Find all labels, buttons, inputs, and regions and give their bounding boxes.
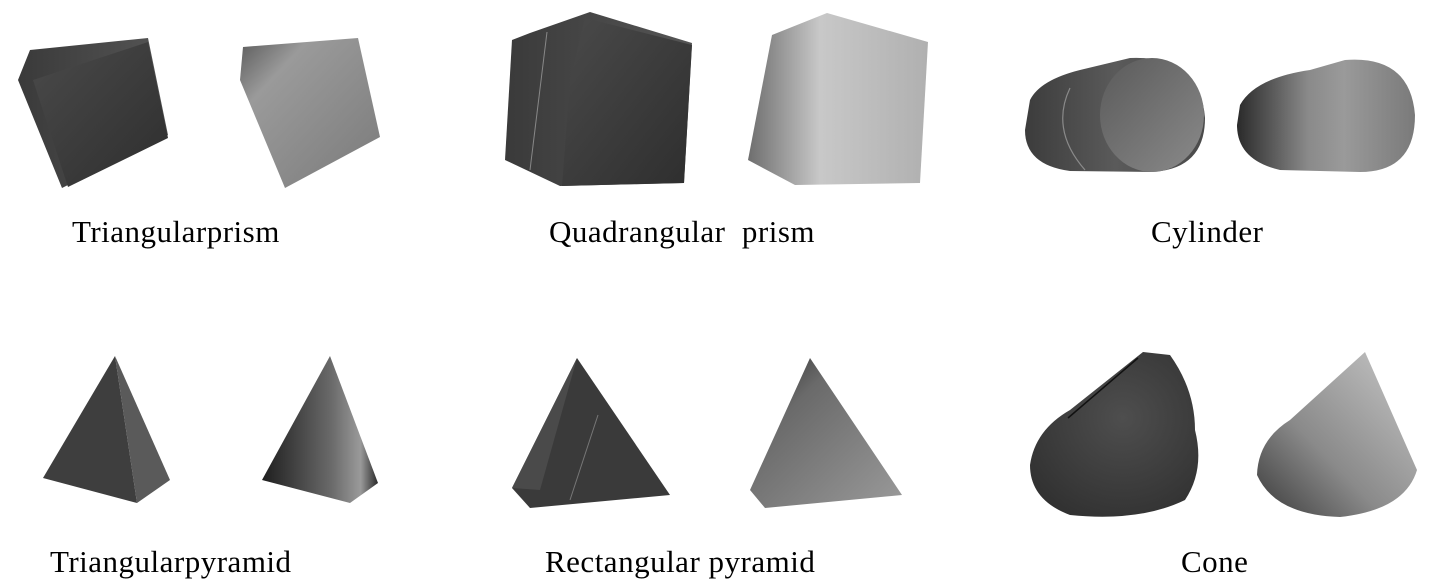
label-cylinder: Cylinder xyxy=(1151,214,1264,249)
rectangular-pyramid-simulated xyxy=(750,358,902,508)
cylinder-simulated xyxy=(1237,59,1415,172)
label-rectangular-pyramid: Rectangular pyramid xyxy=(545,544,816,579)
rectangular-pyramid-real xyxy=(512,358,670,508)
label-triangular-prism: Triangularprism xyxy=(72,214,280,249)
label-triangular-pyramid: Triangularpyramid xyxy=(50,544,292,579)
quadrangular-prism-real xyxy=(505,12,692,186)
cone-simulated xyxy=(1257,352,1417,517)
triangular-pyramid-real xyxy=(43,356,170,503)
cylinder-real xyxy=(1025,57,1205,173)
triangular-prism-simulated xyxy=(240,38,380,188)
cone-real xyxy=(1030,352,1199,517)
label-cone: Cone xyxy=(1181,544,1249,579)
triangular-pyramid-simulated xyxy=(262,356,378,503)
label-quadrangular-prism: Quadrangular prism xyxy=(549,214,816,249)
quadrangular-prism-simulated xyxy=(748,13,928,185)
triangular-prism-real xyxy=(18,38,168,188)
